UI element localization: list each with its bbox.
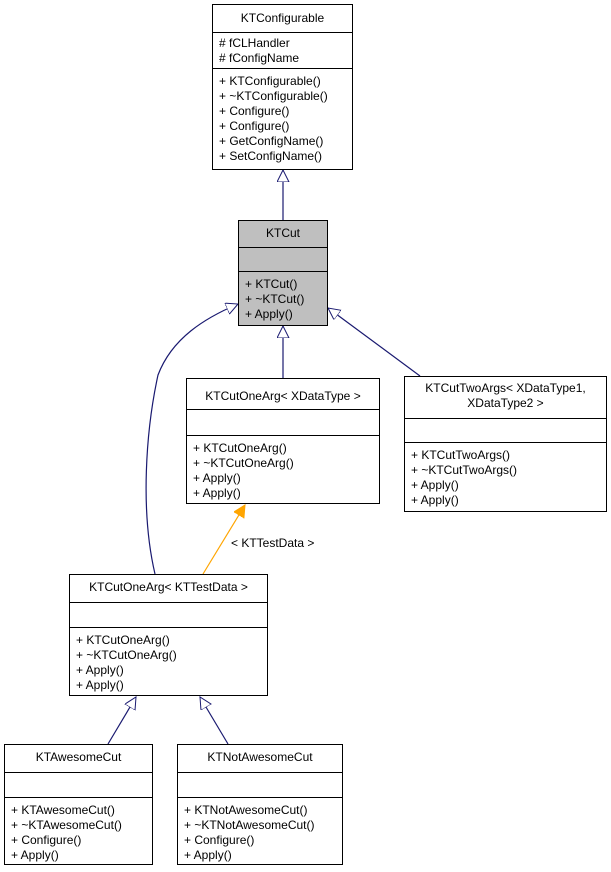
class-title: KTConfigurable: [213, 5, 352, 32]
class-methods: + KTCutOneArg()+ ~KTCutOneArg()+ Apply()…: [70, 627, 267, 693]
method-item: + Apply(): [193, 486, 241, 500]
method-item: + Apply(): [184, 848, 232, 862]
method-item: + KTNotAwesomeCut(): [184, 803, 308, 817]
method-item: + ~KTCutOneArg(): [193, 456, 294, 470]
class-title: KTAwesomeCut: [5, 745, 152, 772]
method-item: + Apply(): [411, 493, 459, 507]
class-attributes: [5, 772, 152, 797]
edge-ktawesomecut-to-ktcutonearg: [107, 697, 136, 745]
method-item: + Apply(): [193, 471, 241, 485]
method-item: + ~KTCutTwoArgs(): [411, 463, 518, 477]
method-item: + KTAwesomeCut(): [11, 803, 115, 817]
class-methods: + KTNotAwesomeCut()+ ~KTNotAwesomeCut()+…: [178, 797, 342, 863]
method-item: + ~KTAwesomeCut(): [11, 818, 122, 832]
class-ktcuttwoargs[interactable]: KTCutTwoArgs< XDataType1,XDataType2 > + …: [404, 376, 607, 512]
method-item: + KTCut(): [245, 277, 298, 291]
attribute-item: # fConfigName: [219, 51, 300, 65]
class-ktnotawesomecut[interactable]: KTNotAwesomeCut + KTNotAwesomeCut()+ ~KT…: [177, 744, 343, 865]
method-item: + Apply(): [411, 478, 459, 492]
class-attributes: # fCLHandler# fConfigName: [213, 32, 352, 68]
class-methods: + KTCut()+ ~KTCut()+ Apply(): [239, 271, 327, 322]
edge-ktcutonearg-kttestdata-to-ktcut: [145, 304, 238, 575]
class-title: KTCutOneArg< KTTestData >: [70, 575, 267, 602]
class-name-line: KTCutTwoArgs< XDataType1,: [425, 381, 586, 395]
class-ktcutonearg-kttestdata[interactable]: KTCutOneArg< KTTestData > + KTCutOneArg(…: [69, 574, 268, 696]
method-item: + Configure(): [184, 833, 255, 847]
method-item: + Apply(): [11, 848, 59, 862]
method-item: + KTConfigurable(): [219, 74, 321, 88]
class-methods: + KTAwesomeCut()+ ~KTAwesomeCut()+ Confi…: [5, 797, 152, 863]
method-item: + Apply(): [76, 678, 124, 692]
edge-ktnotawesomecut-to-ktcutonearg: [200, 697, 229, 745]
class-name-line: KTConfigurable: [240, 11, 325, 25]
method-item: + ~KTNotAwesomeCut(): [184, 818, 315, 832]
class-ktconfigurable[interactable]: KTConfigurable # fCLHandler# fConfigName…: [212, 4, 353, 170]
attribute-item: # fCLHandler: [219, 36, 290, 50]
method-item: + KTCutOneArg(): [76, 633, 170, 647]
class-name-line: KTCutOneArg< KTTestData >: [89, 580, 248, 594]
class-methods: + KTConfigurable()+ ~KTConfigurable()+ C…: [213, 68, 352, 164]
class-attributes: [178, 772, 342, 797]
method-item: + Apply(): [245, 307, 293, 321]
class-ktcut[interactable]: KTCut + KTCut()+ ~KTCut()+ Apply(): [238, 220, 328, 326]
template-binding-label: < KTTestData >: [231, 536, 315, 550]
edge-ktcuttwoargs-to-ktcut: [328, 308, 421, 377]
class-title: KTCut: [239, 221, 327, 247]
class-methods: + KTCutOneArg()+ ~KTCutOneArg()+ Apply()…: [187, 435, 379, 501]
method-item: + ~KTCutOneArg(): [76, 648, 177, 662]
class-title: KTCutOneArg< XDataType >: [187, 379, 379, 409]
class-title: KTNotAwesomeCut: [178, 745, 342, 772]
class-name-line: XDataType2 >: [467, 396, 544, 410]
class-title: KTCutTwoArgs< XDataType1,XDataType2 >: [405, 377, 606, 418]
method-item: + Configure(): [219, 119, 290, 133]
class-name-line: KTNotAwesomeCut: [207, 750, 313, 764]
class-methods: + KTCutTwoArgs()+ ~KTCutTwoArgs()+ Apply…: [405, 442, 606, 508]
method-item: + SetConfigName(): [219, 149, 323, 163]
method-item: + KTCutOneArg(): [193, 441, 287, 455]
method-item: + Configure(): [11, 833, 82, 847]
class-attributes: [70, 602, 267, 627]
edge-template-instantiation: [202, 505, 245, 575]
class-name-line: KTCutOneArg< XDataType >: [205, 389, 361, 403]
class-name-line: KTAwesomeCut: [35, 750, 122, 764]
class-ktcutonearg-xdatatype[interactable]: KTCutOneArg< XDataType > + KTCutOneArg()…: [186, 378, 380, 504]
method-item: + Configure(): [219, 104, 290, 118]
method-item: + ~KTCut(): [245, 292, 305, 306]
class-ktawesomecut[interactable]: KTAwesomeCut + KTAwesomeCut()+ ~KTAwesom…: [4, 744, 153, 865]
method-item: + GetConfigName(): [219, 134, 324, 148]
method-item: + Apply(): [76, 663, 124, 677]
method-item: + KTCutTwoArgs(): [411, 448, 511, 462]
class-attributes: [239, 247, 327, 271]
method-item: + ~KTConfigurable(): [219, 89, 328, 103]
class-name-line: KTCut: [265, 226, 300, 240]
class-attributes: [187, 409, 379, 435]
class-attributes: [405, 418, 606, 442]
